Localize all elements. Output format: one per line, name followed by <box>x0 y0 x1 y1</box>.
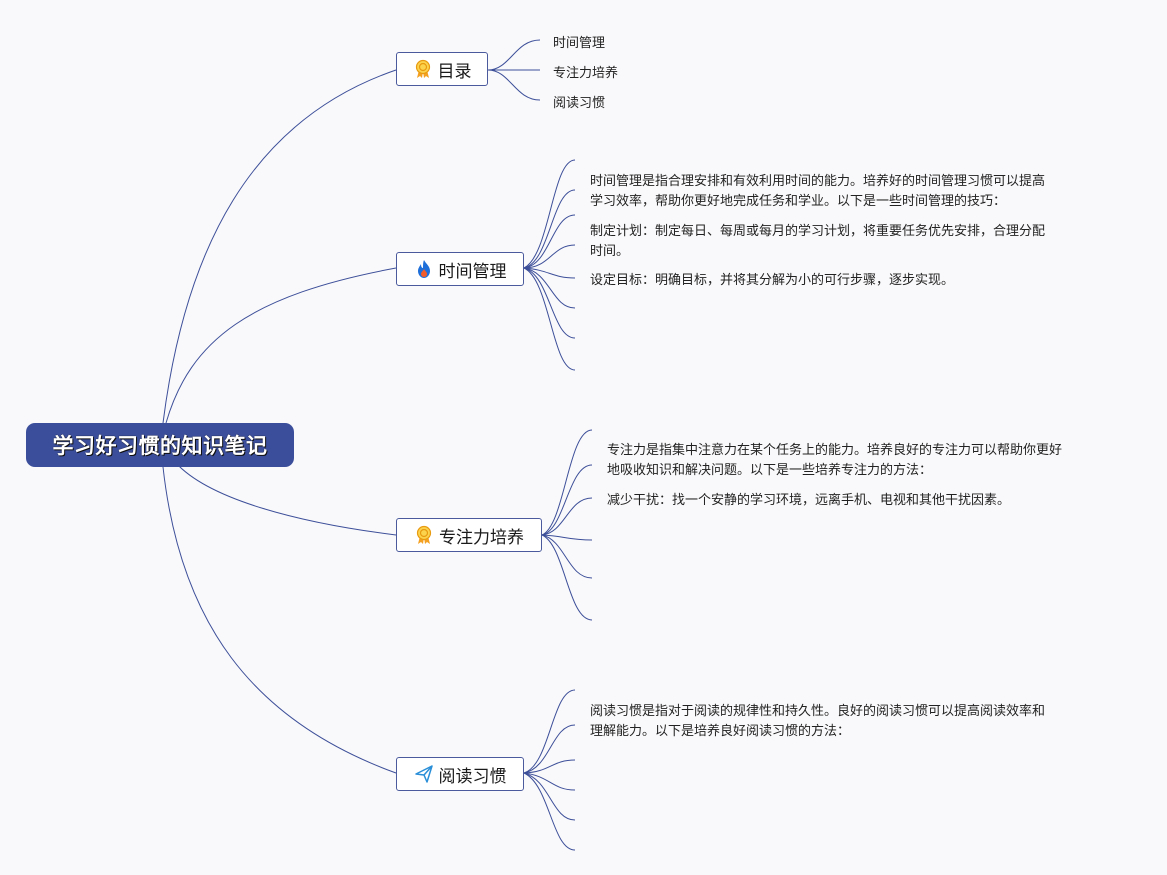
link-focus-4 <box>541 534 593 541</box>
link-reading-5 <box>523 772 576 821</box>
link-reading-1 <box>523 689 576 774</box>
link-toc-3 <box>487 69 541 101</box>
branch-focus[interactable]: 专注力培养 <box>396 518 542 552</box>
link-time-6 <box>523 267 576 309</box>
branch-reading[interactable]: 阅读习惯 <box>396 757 524 791</box>
branch-reading-label: 阅读习惯 <box>438 766 507 787</box>
link-time-5 <box>523 267 576 279</box>
link-focus-3 <box>541 497 593 536</box>
link-reading-2 <box>523 724 576 774</box>
link-reading-4 <box>523 772 576 791</box>
branch-time-label: 时间管理 <box>438 261 507 282</box>
link-focus-5 <box>541 534 593 579</box>
link-reading-6 <box>523 772 576 851</box>
time-paragraph-3[interactable]: 设定目标：明确目标，并将其分解为小的可行步骤，逐步实现。 <box>590 273 955 288</box>
link-time-8 <box>523 267 576 371</box>
link-focus-6 <box>541 534 593 621</box>
link-root-focus <box>175 462 397 536</box>
focus-paragraph-1[interactable]: 专注力是指集中注意力在某个任务上的能力。培养良好的专注力可以帮助你更好 地吸收知… <box>607 443 1063 478</box>
link-reading-3 <box>523 759 576 774</box>
root-topic[interactable]: 学习好习惯的知识笔记 <box>26 423 294 467</box>
branch-toc-label: 目录 <box>437 61 472 82</box>
link-root-reading <box>162 466 397 774</box>
link-focus-2 <box>541 464 593 536</box>
focus-paragraph-2[interactable]: 减少干扰：找一个安静的学习环境，远离手机、电视和其他干扰因素。 <box>607 493 1011 508</box>
time-paragraph-1[interactable]: 时间管理是指合理安排和有效利用时间的能力。培养好的时间管理习惯可以提高 学习效率… <box>590 174 1046 209</box>
ribbon-award-icon <box>413 59 433 79</box>
paper-plane-icon <box>414 764 434 784</box>
link-toc-1 <box>487 39 541 71</box>
ribbon-award-icon <box>414 525 434 545</box>
branch-focus-label: 专注力培养 <box>439 527 524 548</box>
root-topic-title: 学习好习惯的知识笔记 <box>52 434 268 458</box>
reading-paragraph-1[interactable]: 阅读习惯是指对于阅读的规律性和持久性。良好的阅读习惯可以提高阅读效率和 理解能力… <box>590 704 1046 739</box>
toc-item-2[interactable]: 专注力培养 <box>553 66 619 81</box>
link-root-toc <box>162 69 397 424</box>
link-focus-1 <box>541 429 593 536</box>
link-time-4 <box>523 244 576 269</box>
flame-icon <box>414 259 434 279</box>
toc-item-1[interactable]: 时间管理 <box>553 36 606 51</box>
branch-time-management[interactable]: 时间管理 <box>396 252 524 286</box>
toc-item-3[interactable]: 阅读习惯 <box>553 96 606 111</box>
time-paragraph-2[interactable]: 制定计划：制定每日、每周或每月的学习计划，将重要任务优先安排，合理分配 时间。 <box>590 224 1046 259</box>
link-time-2 <box>523 189 576 269</box>
link-root-time <box>165 267 397 424</box>
link-time-3 <box>523 214 576 269</box>
branch-toc[interactable]: 目录 <box>396 52 488 86</box>
link-time-1 <box>523 159 576 269</box>
link-time-7 <box>523 267 576 339</box>
